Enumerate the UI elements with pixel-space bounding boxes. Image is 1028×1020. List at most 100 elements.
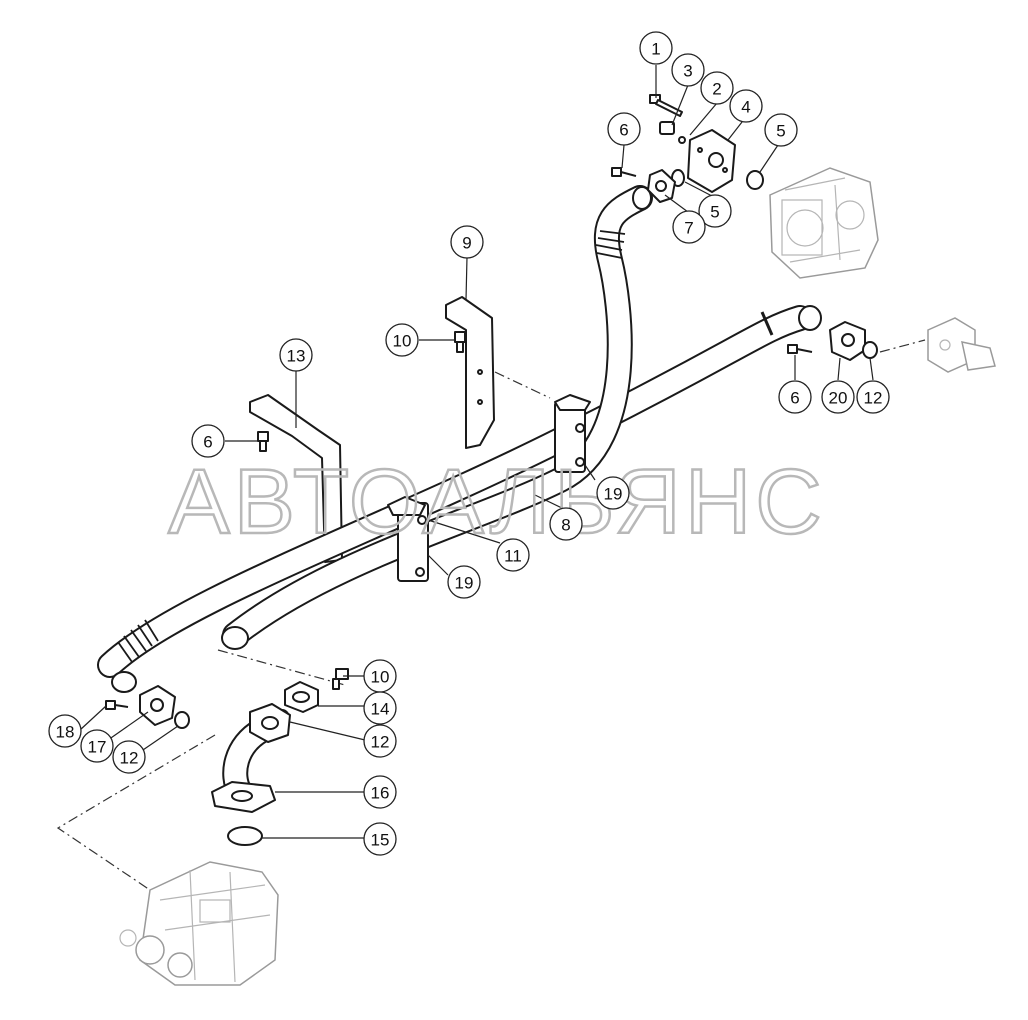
- callout-c3: 3: [671, 53, 705, 87]
- callout-label: 12: [371, 733, 390, 752]
- washer-2: [678, 136, 686, 144]
- align-line-right-valve: [879, 339, 926, 353]
- callout-circle: [671, 53, 705, 87]
- hose-end-left: [111, 671, 137, 693]
- callout-c11: 11: [496, 538, 530, 572]
- callout-circle: [549, 507, 583, 541]
- callout-label: 17: [88, 738, 107, 757]
- bolt-10-bottom: [332, 668, 349, 690]
- callout-c6a: 6: [607, 112, 641, 146]
- callout-label: 10: [371, 668, 390, 687]
- hose-end-center: [221, 626, 249, 650]
- callout-c7: 7: [672, 210, 706, 244]
- callout-c16: 16: [363, 775, 397, 809]
- callout-circle: [821, 380, 855, 414]
- ghost-pump-top-right: [769, 167, 879, 279]
- callout-circle: [639, 31, 673, 65]
- bracket-9: [445, 296, 495, 449]
- callout-circle: [607, 112, 641, 146]
- callout-circle: [363, 724, 397, 758]
- callout-label: 12: [120, 749, 139, 768]
- callout-circle: [778, 380, 812, 414]
- callout-label: 5: [710, 203, 719, 222]
- elbow-16: [211, 703, 291, 813]
- callouts: 1234556667891010111212121314151617181919…: [48, 31, 890, 856]
- callout-circle: [191, 424, 225, 458]
- callout-c12c: 12: [112, 740, 146, 774]
- callout-c13: 13: [279, 338, 313, 372]
- callout-label: 3: [683, 62, 692, 81]
- align-line-center: [217, 649, 346, 686]
- callout-label: 8: [561, 516, 570, 535]
- callout-circle: [856, 380, 890, 414]
- callout-label: 6: [619, 121, 628, 140]
- callout-c12b: 12: [363, 724, 397, 758]
- callout-c5a: 5: [764, 113, 798, 147]
- hose-lower: [222, 185, 653, 648]
- callout-circle: [279, 338, 313, 372]
- bolt-10-top: [454, 331, 466, 353]
- nipple-3: [659, 121, 675, 135]
- callout-label: 12: [864, 389, 883, 408]
- callout-label: 6: [203, 433, 212, 452]
- callout-circle: [363, 691, 397, 725]
- bolt-6-right: [787, 344, 813, 354]
- corrugation-upper-right: [595, 230, 626, 259]
- callout-circle: [112, 740, 146, 774]
- oring-15: [227, 826, 263, 846]
- callout-c19a: 19: [596, 476, 630, 510]
- callout-label: 5: [776, 122, 785, 141]
- callout-circle: [496, 538, 530, 572]
- callout-label: 19: [604, 485, 623, 504]
- watermark: АВТОАЛЬЯНС: [168, 451, 826, 553]
- callout-label: 9: [462, 234, 471, 253]
- callout-circle: [48, 714, 82, 748]
- callout-label: 6: [790, 389, 799, 408]
- hose-end-right: [798, 305, 822, 331]
- bolt-6-top: [611, 167, 637, 177]
- callout-c6c: 6: [191, 424, 225, 458]
- callout-circle: [764, 113, 798, 147]
- callout-c8: 8: [549, 507, 583, 541]
- callout-label: 20: [829, 389, 848, 408]
- callout-label: 2: [712, 80, 721, 99]
- ghost-distributor-bottom-left: [119, 861, 279, 986]
- callout-circle: [447, 565, 481, 599]
- hose-end-top: [632, 186, 652, 210]
- callout-c4: 4: [729, 89, 763, 123]
- callout-circle: [385, 323, 419, 357]
- callout-label: 15: [371, 831, 390, 850]
- clamp-upper: [554, 394, 591, 473]
- callout-label: 7: [684, 219, 693, 238]
- flange-20: [829, 321, 866, 361]
- callout-label: 1: [651, 40, 660, 59]
- flange-7: [647, 169, 676, 203]
- callout-circle: [596, 476, 630, 510]
- callout-circle: [700, 71, 734, 105]
- bolt-1: [649, 94, 683, 117]
- callout-c6b: 6: [778, 380, 812, 414]
- callout-c19b: 19: [447, 565, 481, 599]
- hose-upper: [97, 305, 813, 678]
- align-line-bracket: [494, 371, 551, 399]
- leader-lines: [79, 65, 874, 839]
- callout-c20: 20: [821, 380, 855, 414]
- callout-c9: 9: [450, 225, 484, 259]
- flange-17: [139, 685, 176, 726]
- block-4: [687, 129, 736, 193]
- callout-c12a: 12: [856, 380, 890, 414]
- oring-12-right: [862, 341, 878, 359]
- callout-circle: [363, 822, 397, 856]
- callout-circle: [698, 194, 732, 228]
- callout-label: 14: [371, 700, 390, 719]
- callout-c14: 14: [363, 691, 397, 725]
- callout-c1: 1: [639, 31, 673, 65]
- callout-label: 4: [741, 98, 750, 117]
- callout-c10b: 10: [363, 659, 397, 693]
- clamp-lower: [387, 496, 429, 582]
- callout-circle: [80, 729, 114, 763]
- callout-label: 13: [287, 347, 306, 366]
- callout-label: 18: [56, 723, 75, 742]
